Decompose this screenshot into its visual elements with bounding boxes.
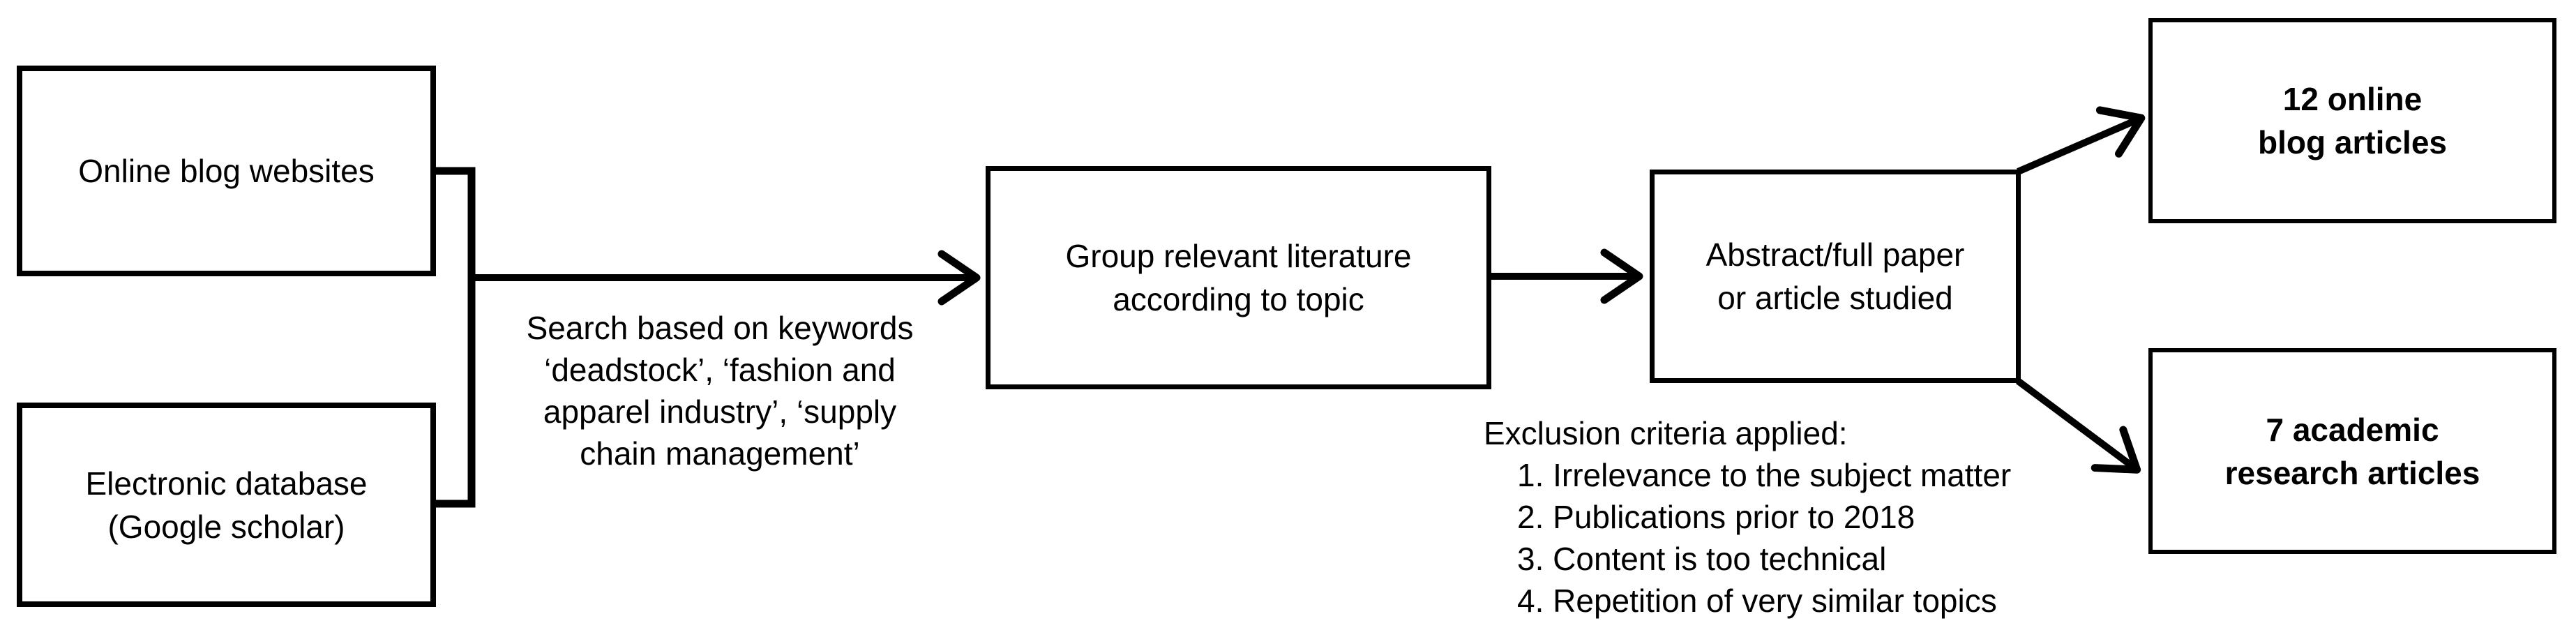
search-keywords-line: chain management’ <box>580 435 860 472</box>
box-text-line: 12 online <box>2282 81 2423 117</box>
box-text-line: Group relevant literature <box>1065 238 1412 274</box>
abstract-studied-box: Abstract/full paper or article studied <box>1650 170 2021 383</box>
exclusion-criteria-item: 2. Publications prior to 2018 <box>1517 499 1915 535</box>
box-text-line: research articles <box>2224 454 2480 491</box>
academic-result-arrow <box>2016 377 2141 474</box>
exclusion-criteria-item: 1. Irrelevance to the subject matter <box>1517 457 2012 493</box>
box-text-line: or article studied <box>1717 280 1953 316</box>
box-text-line: Online blog websites <box>78 153 375 189</box>
blog-result-arrow <box>2017 106 2146 175</box>
box-text-line: Abstract/full paper <box>1705 237 1965 273</box>
sources-bracket-connector <box>434 167 476 508</box>
exclusion-criteria-title: Exclusion criteria applied: <box>1484 415 1848 451</box>
box-text-line: blog articles <box>2258 124 2447 160</box>
result-blog-articles-box: 12 online blog articles <box>2148 18 2556 223</box>
box-text-line: 7 academic <box>2266 411 2439 448</box>
search-keywords-line: Search based on keywords <box>526 310 914 346</box>
box-text-line: according to topic <box>1113 281 1364 317</box>
box-text-line: (Google scholar) <box>107 508 345 545</box>
result-academic-articles-box: 7 academic research articles <box>2148 348 2556 554</box>
group-literature-box: Group relevant literature according to t… <box>986 166 1491 389</box>
source-electronic-database-box: Electronic database (Google scholar) <box>17 403 436 607</box>
exclusion-criteria-item: 3. Content is too technical <box>1517 541 1887 577</box>
box-text-line: Electronic database <box>85 465 368 502</box>
search-keywords-line: ‘deadstock’, ‘fashion and <box>544 352 896 388</box>
source-blog-websites-box: Online blog websites <box>17 66 436 276</box>
exclusion-criteria-item: 4. Repetition of very similar topics <box>1517 583 1997 619</box>
exclusion-criteria-block: Exclusion criteria applied: 1. Irrelevan… <box>1484 412 2216 622</box>
search-keywords-line: apparel industry’, ‘supply <box>543 393 897 430</box>
search-keywords-label: Search based on keywords ‘deadstock’, ‘f… <box>497 307 943 474</box>
